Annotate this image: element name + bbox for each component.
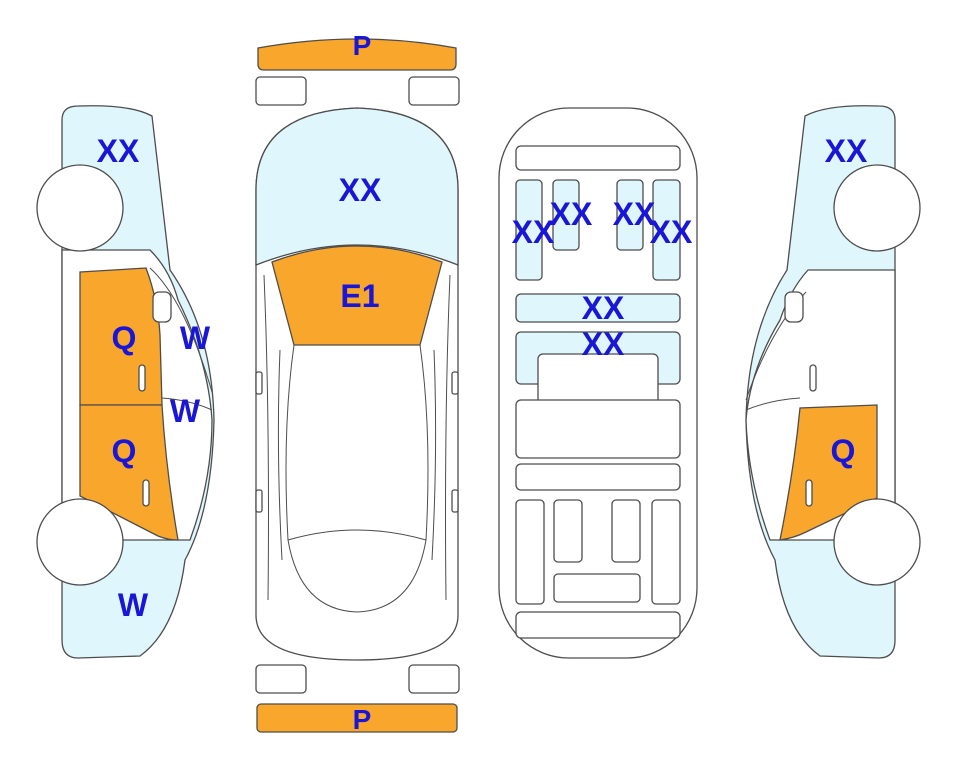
handle-left-top [255, 489, 263, 513]
side-line-left-2 [277, 349, 283, 561]
right-front-wheel [833, 164, 921, 252]
label-interior-seat-2: XX [549, 196, 593, 232]
label-interior-row-2: XX [581, 326, 625, 362]
left-side-view [36, 105, 215, 659]
rear-slot-2 [553, 499, 583, 563]
left-rear-handle [142, 479, 150, 507]
left-front-handle [138, 364, 146, 392]
mirror-right-top [451, 371, 459, 395]
front-bumper-panel[interactable] [257, 38, 457, 71]
side-line-left [263, 274, 269, 601]
mirror-left-top [255, 371, 263, 395]
side-line-right [445, 274, 451, 601]
handle-right-top [451, 489, 459, 513]
label-left-rear-door: Q [111, 433, 137, 469]
label-interior-seat-3: XX [612, 196, 656, 232]
side-line-right-2 [431, 349, 437, 561]
rear-seat-bar [515, 463, 681, 491]
label-interior-row-1: XX [581, 290, 625, 326]
hood-panel[interactable] [271, 245, 443, 346]
label-left-pillar: W [169, 393, 201, 429]
taillight-left [255, 664, 307, 694]
dashboard [515, 145, 681, 171]
label-left-front-door: Q [111, 320, 137, 356]
left-front-wheel [36, 164, 124, 252]
left-belt-line [161, 397, 213, 411]
rear-window-line [287, 529, 427, 541]
seat-2[interactable] [552, 179, 580, 251]
label-interior-seat-4: XX [649, 214, 693, 250]
label-right-door: Q [830, 433, 856, 469]
right-rear-handle [805, 479, 813, 507]
right-rear-wheel [833, 498, 921, 586]
rear-slot-4 [651, 499, 681, 605]
interior-row-1[interactable] [515, 293, 681, 323]
label-hood: E1 [340, 278, 380, 314]
headlight-left [255, 76, 307, 106]
windshield-glass[interactable] [255, 107, 459, 266]
interior-view [498, 107, 698, 659]
right-front-handle [809, 364, 817, 392]
left-rear-wheel [36, 498, 124, 586]
right-belt-line [745, 397, 801, 411]
seat-4[interactable] [652, 179, 681, 281]
floor-panel [515, 399, 681, 459]
seat-3[interactable] [616, 179, 644, 251]
left-window-line [149, 267, 213, 393]
rear-slot-3 [611, 499, 641, 563]
label-right-upper: XX [824, 133, 868, 169]
taillight-right [408, 664, 460, 694]
label-interior-seat-1: XX [511, 214, 555, 250]
label-left-lower: W [117, 587, 149, 623]
left-mirror [152, 291, 172, 323]
headlight-right [408, 76, 460, 106]
rear-bumper-panel[interactable] [256, 703, 458, 733]
label-left-mirror: W [179, 320, 211, 356]
trunk-bar [515, 611, 681, 639]
label-rear-bumper: P [352, 704, 372, 735]
trunk-floor [553, 573, 641, 603]
cabin-outline [285, 344, 429, 613]
top-view [255, 38, 460, 733]
label-windshield: XX [338, 172, 382, 208]
label-front-bumper: P [352, 30, 372, 61]
label-left-upper: XX [96, 133, 140, 169]
right-mirror [784, 291, 804, 323]
rear-slot-1 [515, 499, 545, 605]
seat-1[interactable] [515, 179, 543, 281]
right-side-view [745, 105, 921, 659]
